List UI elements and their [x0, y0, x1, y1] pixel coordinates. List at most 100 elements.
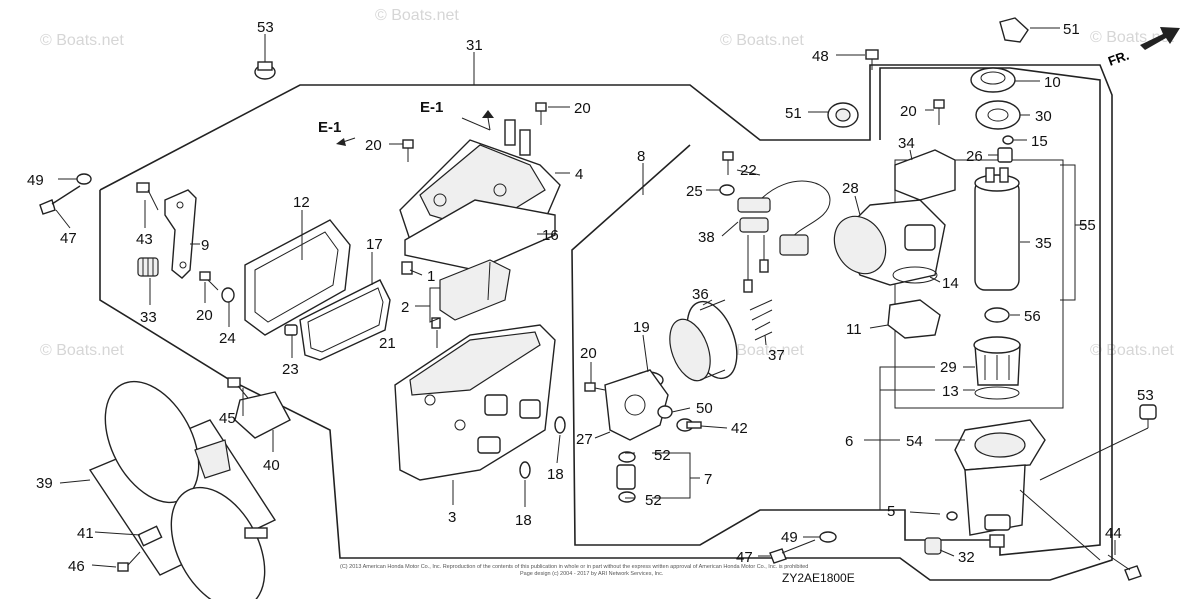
callout-52: 52 — [645, 492, 662, 509]
callout-10: 10 — [1044, 74, 1061, 91]
front-label: FR. — [1106, 48, 1131, 69]
callout-35: 35 — [1035, 235, 1052, 252]
front-direction-arrow: FR. — [1106, 27, 1180, 69]
callout-6: 6 — [845, 433, 853, 450]
callout-12: 12 — [293, 194, 310, 211]
callout-5: 5 — [887, 503, 895, 520]
o-ring-50 — [657, 405, 673, 419]
callout-47: 47 — [60, 230, 77, 247]
callout-49: 49 — [781, 529, 798, 546]
callout-42: 42 — [731, 420, 748, 437]
wire-harness-22 — [737, 180, 831, 293]
callout-54: 54 — [906, 433, 923, 450]
clamp-41 — [137, 525, 163, 547]
callout-7: 7 — [704, 471, 712, 488]
copyright-notice: (C) 2013 American Honda Motor Co., Inc. … — [340, 564, 808, 570]
bolt-47 — [39, 185, 81, 215]
spring-37 — [749, 299, 773, 341]
grommet-32 — [924, 537, 942, 555]
watermark: © Boats.net — [720, 32, 804, 49]
callout-46: 46 — [68, 558, 85, 575]
bracket-34 — [894, 149, 956, 201]
callout-31: 31 — [466, 37, 483, 54]
callout-18: 18 — [515, 512, 532, 529]
callout-56: 56 — [1024, 308, 1041, 325]
callout-27: 27 — [576, 431, 593, 448]
seal-56 — [984, 307, 1010, 323]
callout-29: 29 — [940, 359, 957, 376]
callout-e1: E-1 — [318, 119, 341, 136]
watermark: © Boats.net — [40, 32, 124, 49]
callout-24: 24 — [219, 330, 236, 347]
diagram-code: ZY2AE1800E — [782, 571, 855, 585]
bolt-21 — [431, 317, 441, 329]
o-ring-14 — [892, 266, 938, 284]
callout-2: 2 — [401, 299, 409, 316]
callout-labels: 53 31 49 47 43 9 33 20 24 12 17 23 21 E-… — [27, 19, 1154, 575]
callout-19: 19 — [633, 319, 650, 336]
bracket-9 — [164, 189, 197, 279]
watermark: © Boats.net — [720, 342, 804, 359]
bolt-20 — [535, 102, 547, 125]
callout-44: 44 — [1105, 525, 1122, 542]
callout-20: 20 — [196, 307, 213, 324]
bolt-20 — [199, 271, 219, 291]
callout-15: 15 — [1031, 133, 1048, 150]
callout-21: 21 — [379, 335, 396, 352]
callout-e1: E-1 — [420, 99, 443, 116]
callout-4: 4 — [575, 166, 583, 183]
reference-arrows — [336, 110, 494, 146]
callout-20: 20 — [580, 345, 597, 362]
callout-53: 53 — [1137, 387, 1154, 404]
bolt-48 — [865, 49, 879, 70]
callout-1: 1 — [427, 268, 435, 285]
callout-9: 9 — [201, 237, 209, 254]
gasket-12 — [244, 219, 351, 336]
grommet-33 — [137, 257, 159, 277]
callout-20: 20 — [900, 103, 917, 120]
washer-18 — [554, 416, 566, 434]
callout-33: 33 — [140, 309, 157, 326]
watermark: © Boats.net — [375, 7, 459, 24]
callout-11: 11 — [846, 321, 862, 338]
bolt-20 — [402, 139, 414, 162]
washer-24 — [221, 287, 235, 303]
vapor-separator-body-3 — [394, 324, 556, 481]
bolt-20 — [933, 99, 945, 125]
washer-49 — [76, 173, 92, 185]
collar-26 — [997, 147, 1013, 163]
pump-filter-29 — [973, 336, 1021, 386]
washer-15 — [1002, 135, 1014, 145]
callout-26: 26 — [966, 148, 983, 165]
fuel-pump-35 — [974, 167, 1020, 291]
group-outline-8 — [571, 67, 1101, 556]
float-1 — [401, 261, 413, 275]
gasket-16 — [404, 199, 556, 271]
callout-52: 52 — [654, 447, 671, 464]
o-ring-13 — [974, 386, 1020, 400]
filter-bracket-40 — [234, 391, 291, 439]
packing-30 — [975, 100, 1021, 130]
bolt-43 — [136, 182, 159, 211]
callout-13: 13 — [942, 383, 959, 400]
screw-42 — [676, 418, 702, 432]
bolt-53 — [1139, 404, 1157, 428]
callout-47: 47 — [736, 549, 753, 566]
pump-housing-54 — [954, 419, 1046, 548]
page-design-notice: Page design (c) 2004 - 2017 by ARI Netwo… — [520, 571, 664, 577]
washer-18 — [519, 461, 531, 479]
callout-18: 18 — [547, 466, 564, 483]
callout-22: 22 — [740, 162, 757, 179]
callout-20: 20 — [574, 100, 591, 117]
float-valve-2 — [439, 259, 511, 321]
dowel-pin-23 — [284, 324, 298, 336]
gasket-17 — [299, 279, 391, 361]
holder-11 — [887, 299, 941, 339]
screw-5 — [909, 511, 958, 521]
bolt-44 — [1107, 554, 1142, 581]
diagram-footer: (C) 2013 American Honda Motor Co., Inc. … — [340, 564, 855, 585]
check-valve-7 — [616, 464, 636, 490]
callout-17: 17 — [366, 236, 383, 253]
watermark-layer: © Boats.net © Boats.net © Boats.net © Bo… — [40, 7, 1174, 359]
